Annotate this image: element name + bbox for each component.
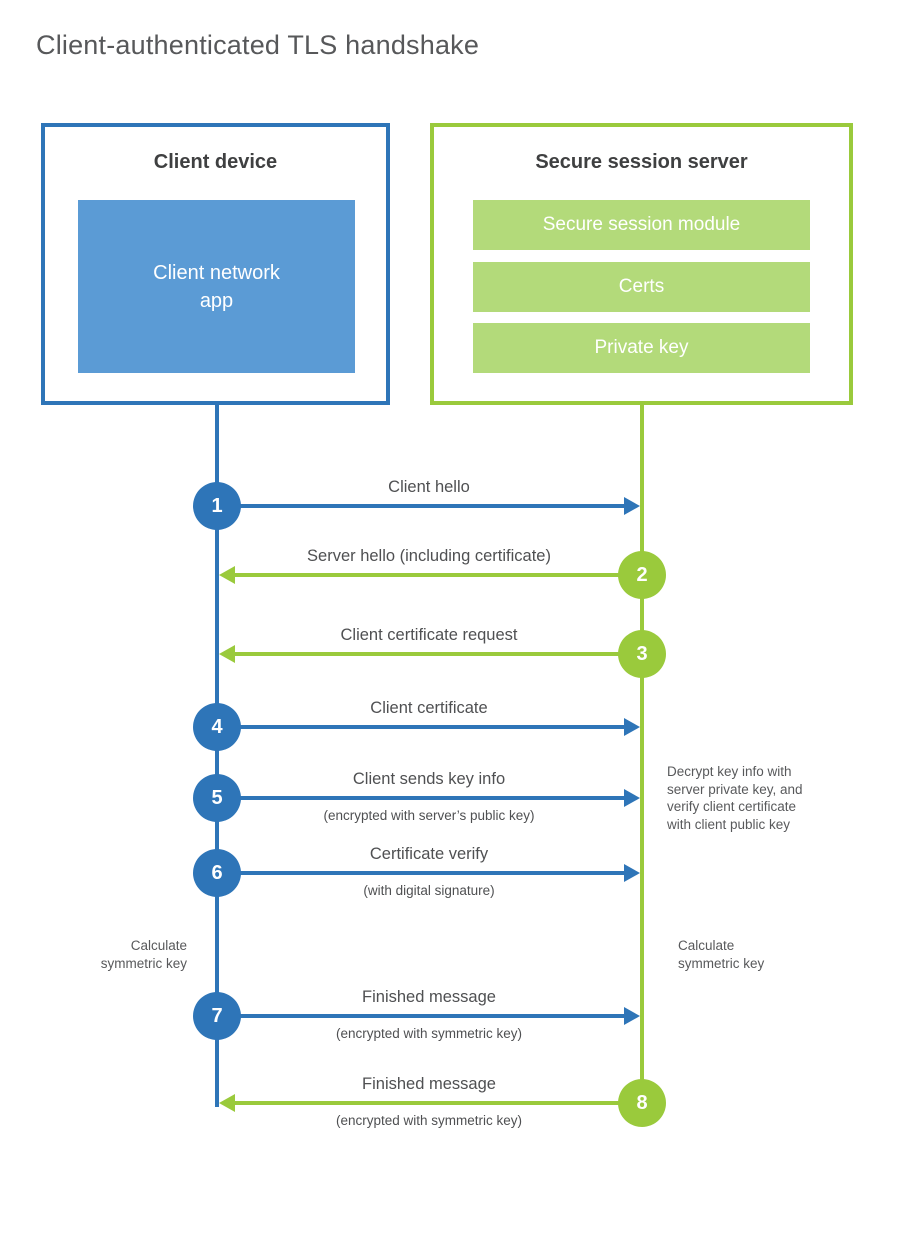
arrow-shaft: [235, 573, 642, 577]
arrow-shaft: [217, 1014, 624, 1018]
note-line: server private key, and: [667, 781, 803, 797]
note-line: Calculate: [130, 938, 187, 953]
secure-session-server-box: Secure session server Secure session mod…: [430, 123, 853, 405]
server-module-certs: Certs: [473, 262, 810, 312]
step-badge: 3: [618, 630, 666, 678]
calculate-symmetric-key-note-client: Calculate symmetric key: [55, 937, 187, 972]
client-network-app-label: Client network app: [153, 259, 280, 315]
message-label: Finished message: [362, 1075, 496, 1093]
app-label-line1: Client network: [153, 261, 280, 284]
note-line: with client public key: [667, 816, 791, 832]
arrow-right-icon: [624, 864, 640, 882]
arrow-left-icon: [219, 566, 235, 584]
decrypt-key-info-note: Decrypt key info with server private key…: [667, 763, 847, 833]
arrow-right-icon: [624, 789, 640, 807]
note-line: symmetric key: [678, 955, 765, 971]
server-lifeline: [640, 405, 644, 1081]
message-sublabel: (with digital signature): [363, 883, 495, 898]
step-badge: 6: [193, 849, 241, 897]
client-device-box: Client device Client network app: [41, 123, 390, 405]
client-lifeline: [215, 405, 219, 1107]
app-label-line2: app: [199, 289, 234, 312]
arrow-shaft: [217, 796, 624, 800]
arrow-shaft: [217, 871, 624, 875]
message-label: Certificate verify: [369, 845, 489, 863]
message-label: Client hello: [388, 478, 470, 496]
client-device-title: Client device: [153, 151, 278, 173]
step-badge: 8: [618, 1079, 666, 1127]
step-badge: 1: [193, 482, 241, 530]
server-module-private-key: Private key: [473, 323, 810, 373]
arrow-shaft: [217, 725, 624, 729]
note-line: Calculate: [678, 938, 735, 953]
step-badge: 4: [193, 703, 241, 751]
calculate-symmetric-key-note-server: Calculate symmetric key: [678, 937, 818, 972]
client-network-app-box: Client network app: [78, 200, 355, 373]
message-label: Server hello (including certificate): [307, 547, 551, 565]
message-label: Finished message: [362, 988, 496, 1006]
step-badge: 5: [193, 774, 241, 822]
arrow-right-icon: [624, 1007, 640, 1025]
arrow-right-icon: [624, 718, 640, 736]
secure-session-server-title: Secure session server: [535, 151, 748, 173]
message-sublabel: (encrypted with server’s public key): [323, 808, 535, 823]
server-module-secure-session-module: Secure session module: [473, 200, 810, 250]
step-badge: 2: [618, 551, 666, 599]
arrow-left-icon: [219, 1094, 235, 1112]
message-sublabel: (encrypted with symmetric key): [335, 1113, 523, 1128]
page-title: Client-authenticated TLS handshake: [36, 30, 480, 60]
message-label: Client certificate request: [340, 626, 518, 644]
arrow-shaft: [235, 1101, 642, 1105]
step-badge: 7: [193, 992, 241, 1040]
message-label: Client certificate: [370, 699, 488, 717]
message-label: Client sends key info: [352, 770, 506, 788]
note-line: verify client certificate: [667, 799, 797, 814]
note-line: symmetric key: [100, 955, 187, 971]
arrow-left-icon: [219, 645, 235, 663]
message-sublabel: (encrypted with symmetric key): [335, 1026, 523, 1041]
arrow-shaft: [217, 504, 624, 508]
note-line: Decrypt key info with: [667, 764, 792, 779]
arrow-shaft: [235, 652, 642, 656]
arrow-right-icon: [624, 497, 640, 515]
